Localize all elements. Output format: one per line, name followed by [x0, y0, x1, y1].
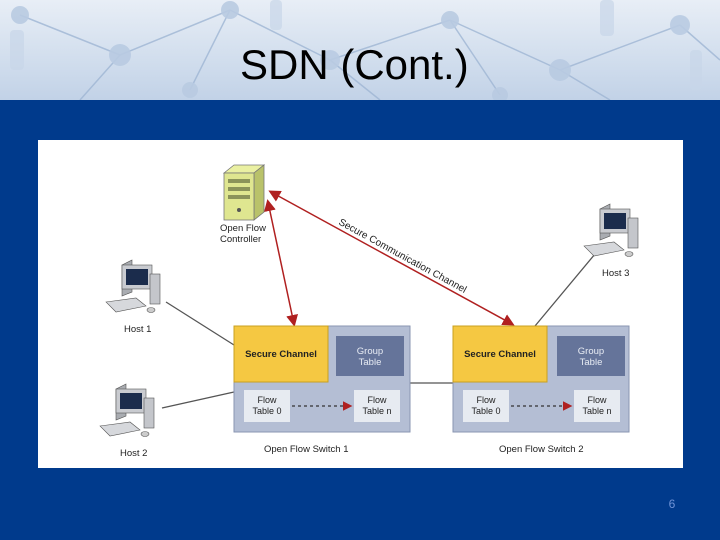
secure-channel-box — [233, 325, 329, 383]
flow-table-0-label-line1: Flow — [476, 395, 496, 405]
openflow-diagram-svg: Secure Communication Channel Open Flow C… — [99, 164, 639, 459]
group-table-box — [557, 336, 625, 376]
secure-channel-box — [452, 325, 548, 383]
link-host3-switch2 — [534, 247, 601, 327]
flow-table-0-label-line2: Table 0 — [252, 406, 281, 416]
secure-channel-label: Secure Channel — [464, 349, 536, 360]
link-host2-switch1 — [161, 391, 235, 409]
host-1-label: Host 1 — [124, 324, 151, 335]
openflow-switch-1: Secure Channel Group Table Flow Table 0 … — [233, 325, 411, 433]
flow-table-0-box — [463, 390, 509, 422]
flow-table-n-box — [354, 390, 400, 422]
host-2-label: Host 2 — [120, 448, 147, 459]
computer-icon — [105, 259, 161, 313]
slide-number: 6 — [668, 497, 676, 511]
sdn-diagram: Secure Communication Channel Open Flow C… — [38, 140, 683, 468]
openflow-switch-2: Secure Channel Group Table Flow Table 0 … — [452, 325, 630, 433]
secure-channel-label: Secure Channel — [245, 349, 317, 360]
flow-table-n-label-line1: Flow — [367, 395, 387, 405]
server-icon — [222, 164, 266, 221]
secure-communication-channel-label: Secure Communication Channel — [337, 217, 469, 296]
group-table-label-line2: Table — [359, 357, 382, 368]
flow-table-n-label-line1: Flow — [587, 395, 607, 405]
controller-label-line2: Controller — [220, 234, 261, 245]
arrow-controller-switch1 — [264, 199, 298, 327]
group-table-label-line2: Table — [580, 357, 603, 368]
group-table-box — [336, 336, 404, 376]
arrow-controller-switch2 — [268, 190, 515, 326]
computer-icon — [583, 203, 639, 257]
flow-table-0-box — [244, 390, 290, 422]
flow-table-n-label-line2: Table n — [362, 406, 391, 416]
network-background-graphic — [10, 0, 720, 100]
flow-table-0-label-line2: Table 0 — [471, 406, 500, 416]
link-host1-switch1 — [165, 301, 235, 346]
slide-title: SDN (Cont.) — [240, 41, 469, 88]
switch-1-label: Open Flow Switch 1 — [264, 444, 348, 455]
switch-2-label: Open Flow Switch 2 — [499, 444, 583, 455]
flow-table-n-box — [574, 390, 620, 422]
flow-table-0-label-line1: Flow — [257, 395, 277, 405]
controller-label-line1: Open Flow — [220, 223, 266, 234]
group-table-label-line1: Group — [357, 346, 383, 357]
computer-icon — [99, 383, 155, 437]
group-table-label-line1: Group — [578, 346, 604, 357]
header-banner: SDN (Cont.) — [0, 0, 720, 100]
host-3-label: Host 3 — [602, 268, 629, 279]
flow-table-n-label-line2: Table n — [582, 406, 611, 416]
